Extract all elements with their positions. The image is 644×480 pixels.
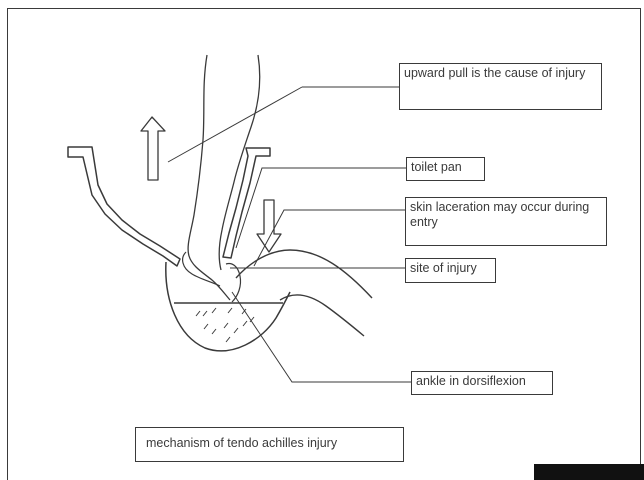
- up-arrow-icon: [141, 117, 165, 180]
- toilet-bowl: [166, 262, 290, 351]
- bent-leg-upper: [236, 250, 372, 298]
- label-site-of-injury: site of injury: [405, 258, 496, 283]
- foot-outline: [226, 264, 241, 303]
- heel-outline: [183, 252, 220, 286]
- toilet-pan-left-wall: [68, 147, 180, 266]
- label-toilet-pan: toilet pan: [406, 157, 485, 181]
- diagram-caption: mechanism of tendo achilles injury: [135, 427, 404, 462]
- down-arrow-icon: [257, 200, 281, 252]
- label-ankle-dorsiflexion: ankle in dorsiflexion: [411, 371, 553, 395]
- label-skin-laceration: skin laceration may occur during entry: [405, 197, 607, 246]
- corner-black-block: [534, 464, 644, 480]
- leader-lines: [168, 87, 411, 382]
- bent-leg-lower: [280, 295, 364, 336]
- water-hatching: [196, 308, 254, 342]
- leader-upward-pull: [168, 87, 302, 162]
- leg-outline-back: [188, 55, 230, 300]
- label-upward-pull: upward pull is the cause of injury: [399, 63, 602, 110]
